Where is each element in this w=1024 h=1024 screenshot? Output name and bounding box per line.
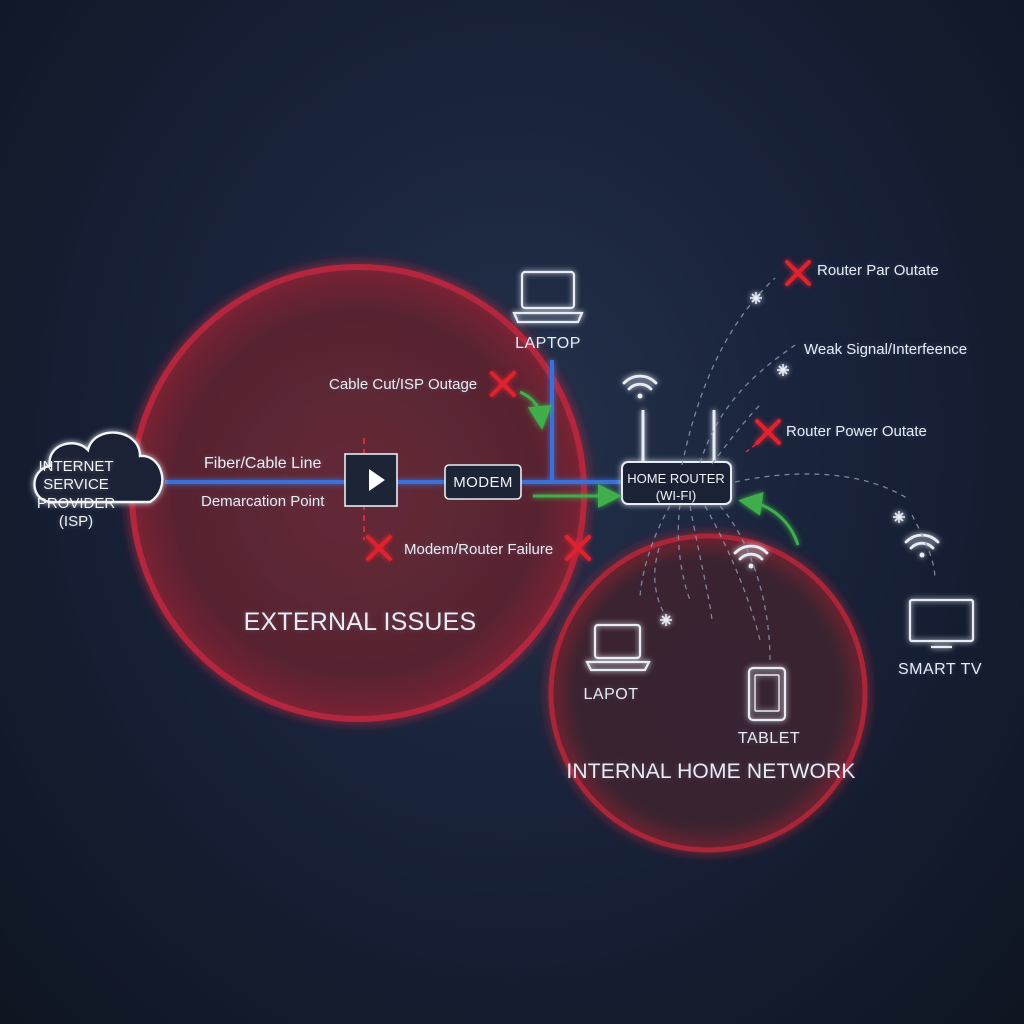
smart-tv-label: SMART TV xyxy=(897,661,983,678)
issue-weak-signal-label: Weak Signal/Interfeence xyxy=(804,341,968,358)
internal-network-label: INTERNAL HOME NETWORK xyxy=(566,760,856,783)
error-x-router-power xyxy=(755,419,781,445)
laptop-top-label: LAPTOP xyxy=(515,335,581,352)
error-x-modem-right xyxy=(565,535,591,561)
laptop-top-icon xyxy=(512,270,584,324)
isp-label-line: SERVICE xyxy=(43,476,109,494)
issue-cable-cut-label: Cable Cut/ISP Outage xyxy=(329,376,478,393)
tablet-icon xyxy=(747,666,787,722)
error-x-modem-left xyxy=(366,535,392,561)
demarcation-box xyxy=(344,453,398,507)
play-icon xyxy=(369,469,385,491)
fiber-line-label: Fiber/Cable Line xyxy=(204,455,322,472)
isp-label: INTERNET SERVICE PROVIDER (ISP) xyxy=(33,458,119,531)
issue-router-par-label: Router Par Outate xyxy=(817,262,939,279)
issue-modem-failure-label: Modem/Router Failure xyxy=(404,541,554,558)
issue-router-power-label: Router Power Outate xyxy=(786,423,927,440)
external-issues-label: EXTERNAL ISSUES xyxy=(243,608,477,636)
router-label-line1: HOME ROUTER xyxy=(627,471,725,486)
demarcation-label: Demarcation Point xyxy=(201,493,325,510)
modem-label: MODEM xyxy=(453,474,513,491)
smart-tv-icon xyxy=(908,598,975,649)
tablet-label: TABLET xyxy=(737,730,801,747)
laptop-internal-label: LAPOT xyxy=(583,686,639,703)
router-label-line2: (WI-FI) xyxy=(655,487,697,503)
fiber-cable-line xyxy=(165,360,622,484)
signal-dashed-lines xyxy=(639,277,936,661)
green-arrows xyxy=(519,390,800,546)
modem-box xyxy=(444,464,522,500)
isp-label-line: INTERNET xyxy=(38,458,114,475)
sparkle-nodes xyxy=(660,292,905,626)
wifi-icon-router xyxy=(622,374,658,399)
error-x-router-par xyxy=(785,260,811,286)
router-label: HOME ROUTER (WI-FI) xyxy=(627,471,725,505)
isp-label-line: (ISP) xyxy=(58,512,94,530)
isp-label-line: PROVIDER xyxy=(36,494,116,512)
laptop-internal-icon xyxy=(585,623,651,672)
internal-network-zone xyxy=(548,533,868,853)
wifi-icon-tv xyxy=(904,533,940,558)
router-icon xyxy=(621,410,732,505)
error-x-cable-cut xyxy=(490,371,516,397)
wifi-icon-internal xyxy=(733,544,769,569)
cloud-icon xyxy=(33,431,164,504)
